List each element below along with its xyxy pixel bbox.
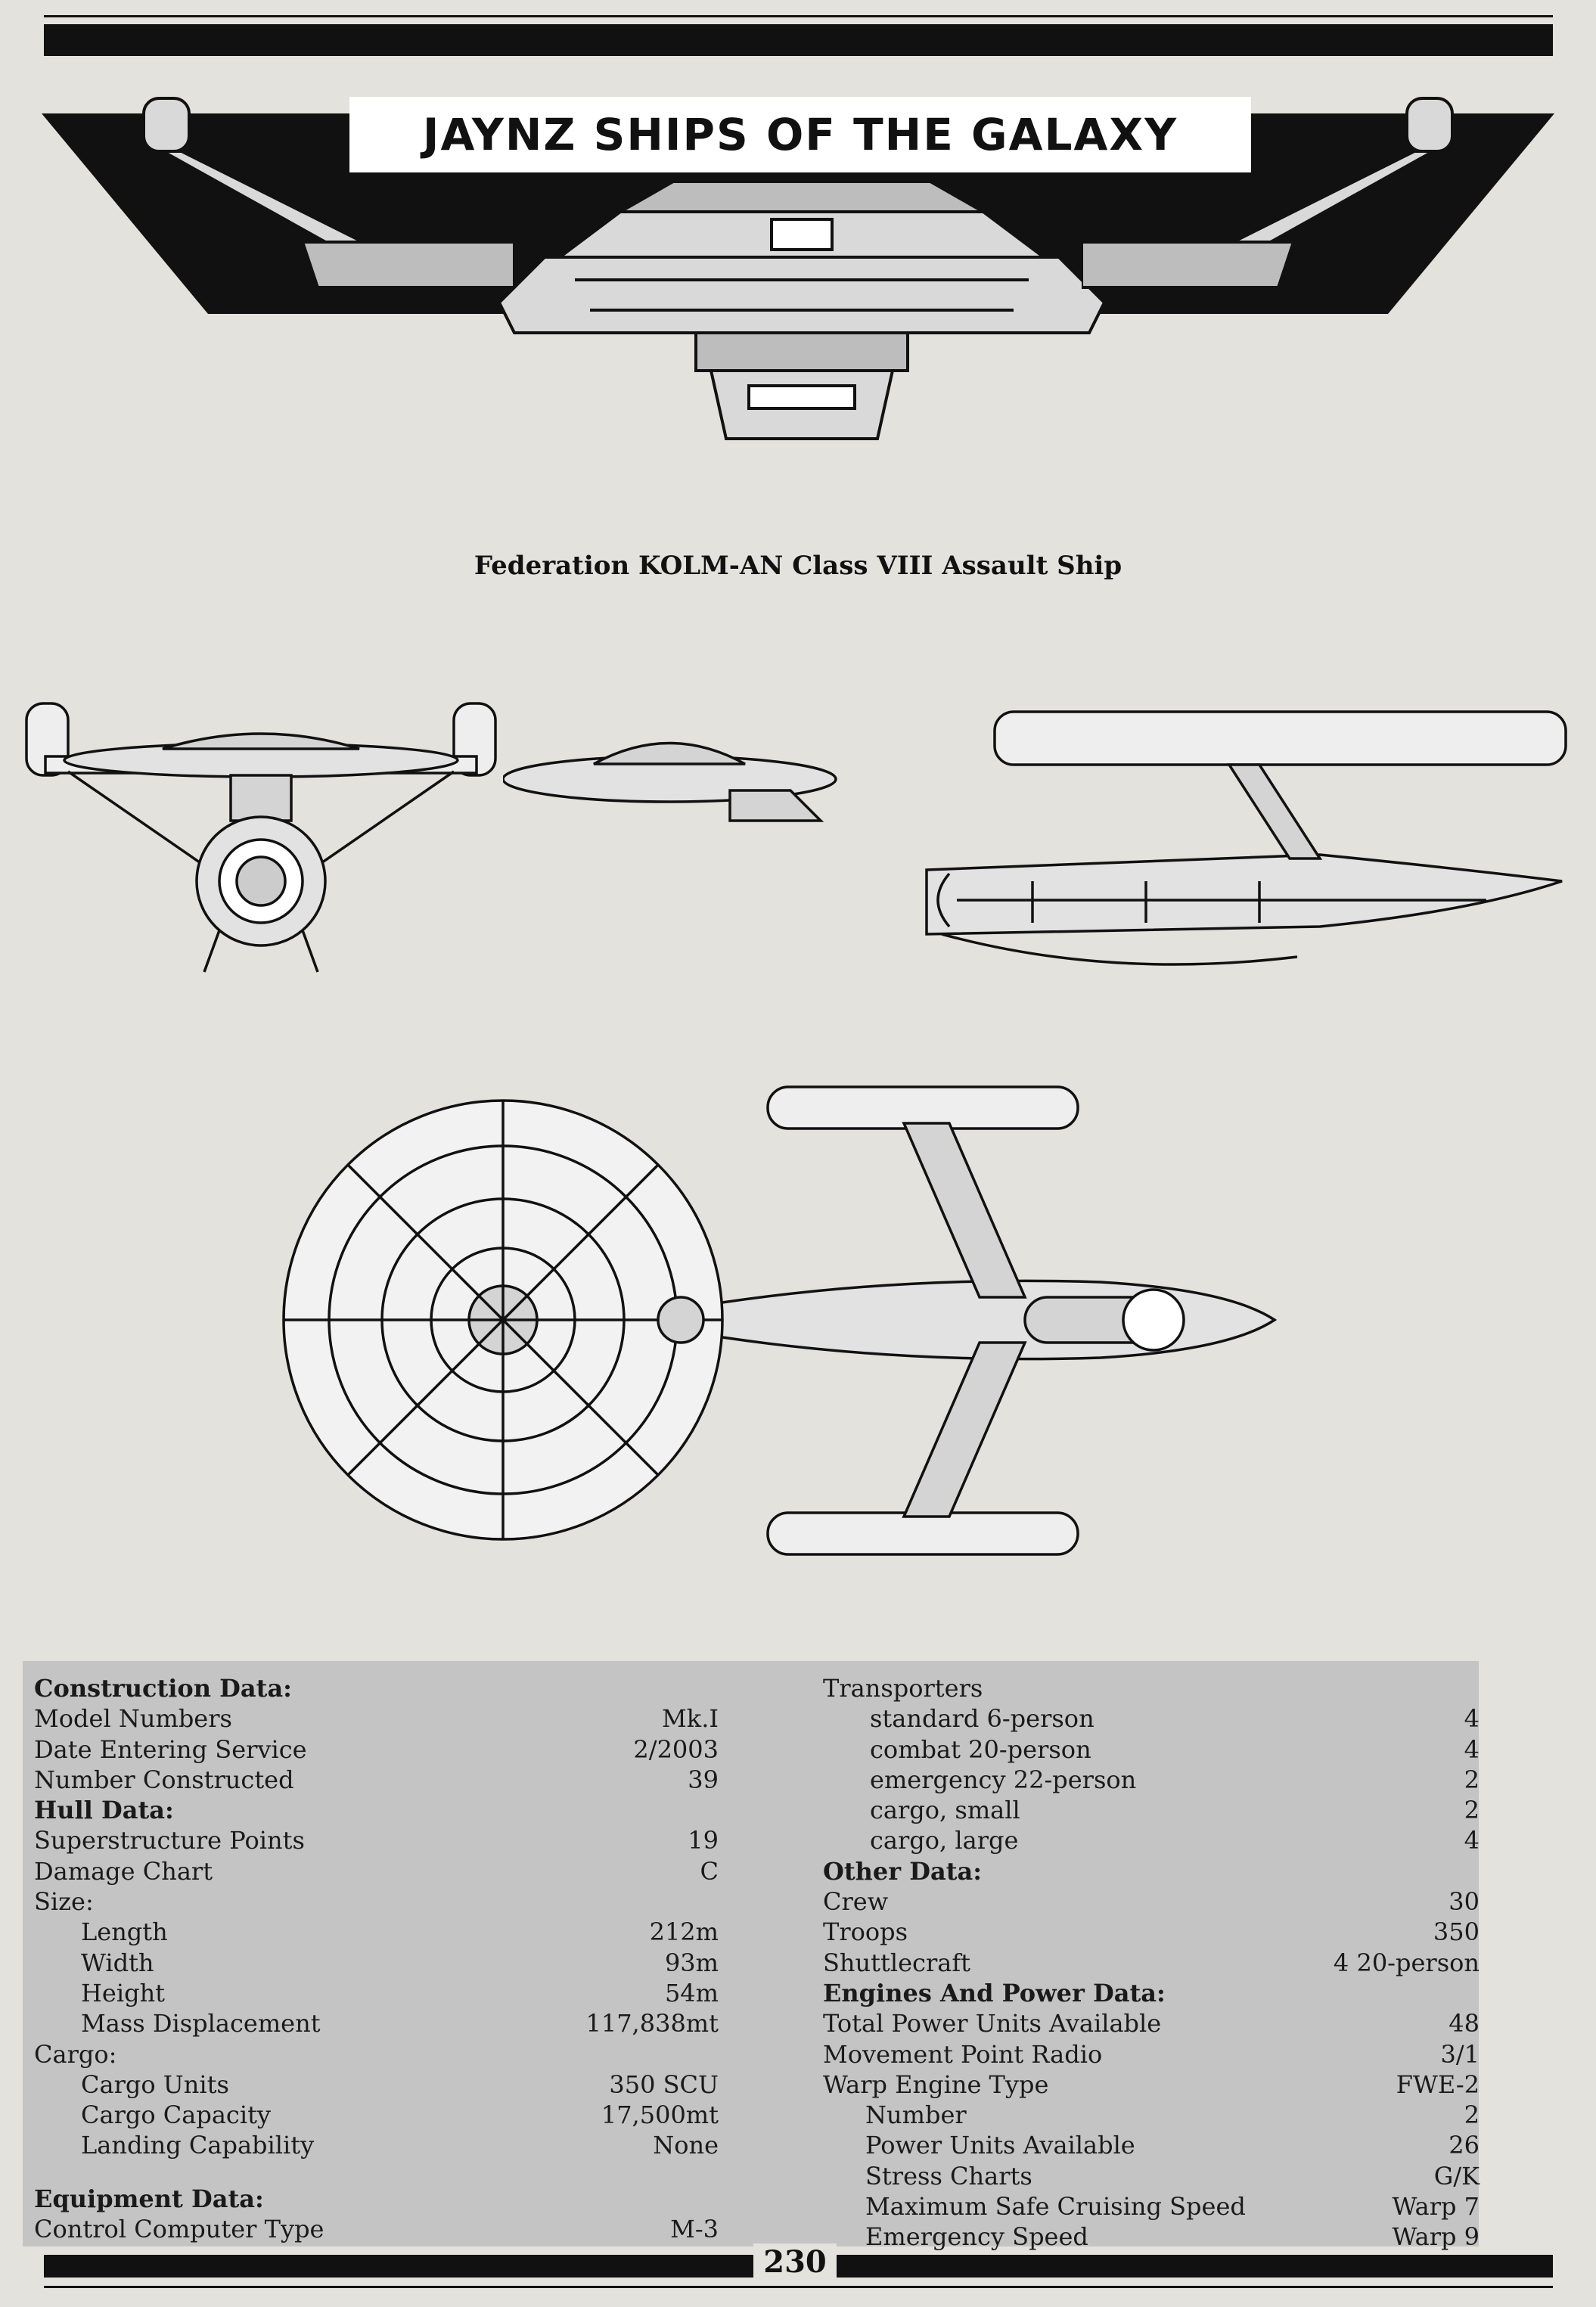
page-title: JAYNZ SHIPS OF THE GALAXY — [349, 97, 1251, 172]
banner-nacelle-left — [142, 97, 514, 289]
engines-heading: Engines And Power Data: — [823, 1978, 1166, 2007]
ship-top-view — [282, 1085, 1278, 1556]
ship-side-view — [503, 710, 1567, 966]
transporters-label: Transporters — [823, 1674, 983, 1703]
top-rule — [44, 15, 1553, 17]
footer-bar-left — [44, 2255, 753, 2278]
bottom-rule — [44, 2286, 1553, 2288]
cargo-label: Cargo: — [34, 2039, 117, 2069]
banner-nacelle-right — [1082, 97, 1454, 289]
construction-heading: Construction Data: — [34, 1674, 292, 1703]
ship-front-illustration — [497, 180, 1107, 440]
page-number: 230 — [753, 2243, 837, 2281]
other-heading: Other Data: — [823, 1856, 983, 1886]
size-label: Size: — [34, 1887, 94, 1917]
ship-caption: Federation KOLM-AN Class VIII Assault Sh… — [474, 551, 1122, 581]
ship-front-view — [25, 702, 497, 973]
equipment-heading: Equipment Data: — [34, 2184, 264, 2213]
footer-bar-right — [837, 2255, 1553, 2278]
top-bar — [44, 24, 1553, 56]
hull-heading: Hull Data: — [34, 1796, 174, 1825]
